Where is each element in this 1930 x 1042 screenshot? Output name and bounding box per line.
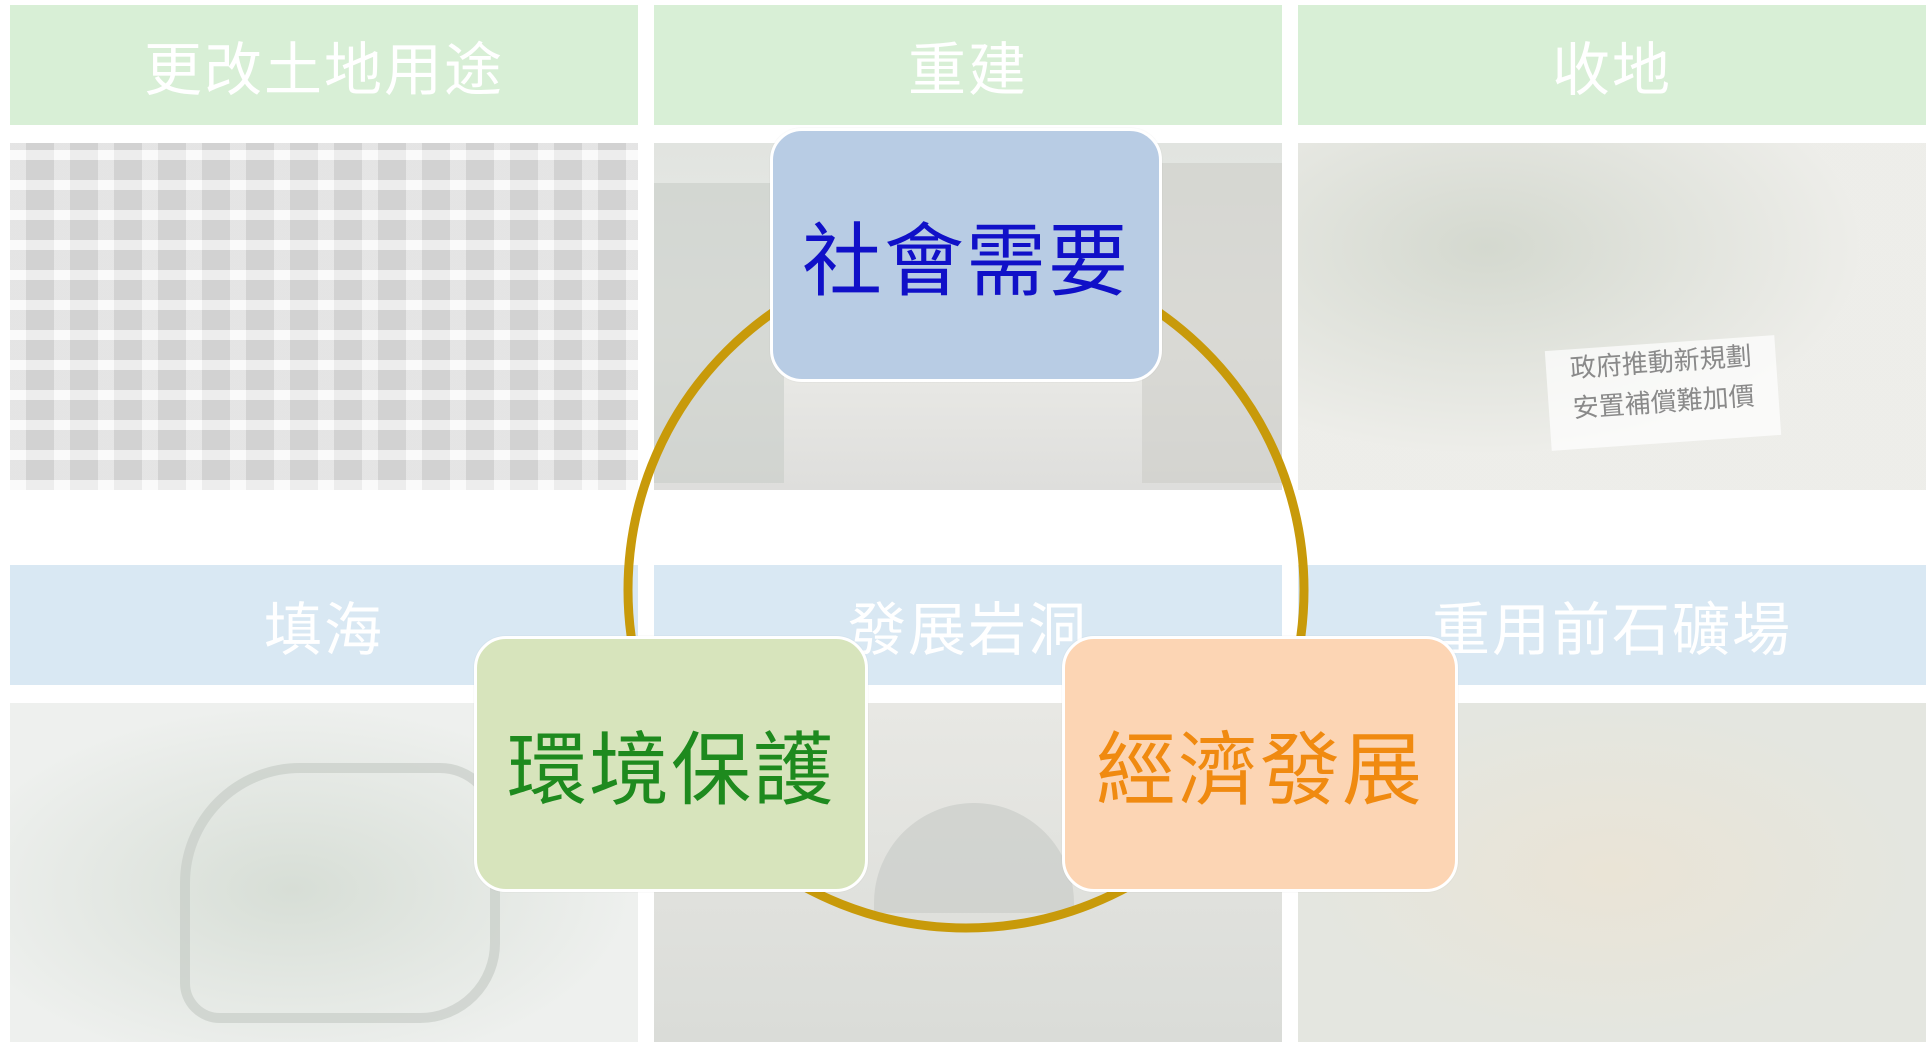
building-photo bbox=[10, 143, 638, 490]
tile-redevelopment: 重建 bbox=[654, 5, 1282, 490]
tile-land-resumption: 收地 政府推動新規劃 安置補償難加價 bbox=[1298, 5, 1926, 490]
tile-land-use-change: 更改土地用途 bbox=[10, 5, 638, 490]
tile-header: 收地 bbox=[1298, 5, 1926, 125]
tile-header: 重建 bbox=[654, 5, 1282, 125]
tile-header: 重用前石礦場 bbox=[1298, 565, 1926, 685]
economic-development-box: 經濟發展 bbox=[1062, 636, 1458, 892]
environmental-protection-box: 環境保護 bbox=[474, 636, 868, 892]
protest-photo: 政府推動新規劃 安置補償難加價 bbox=[1298, 143, 1926, 490]
social-needs-box: 社會需要 bbox=[770, 128, 1162, 382]
tile-header: 更改土地用途 bbox=[10, 5, 638, 125]
tile-quarry-reuse: 重用前石礦場 bbox=[1298, 565, 1926, 1042]
